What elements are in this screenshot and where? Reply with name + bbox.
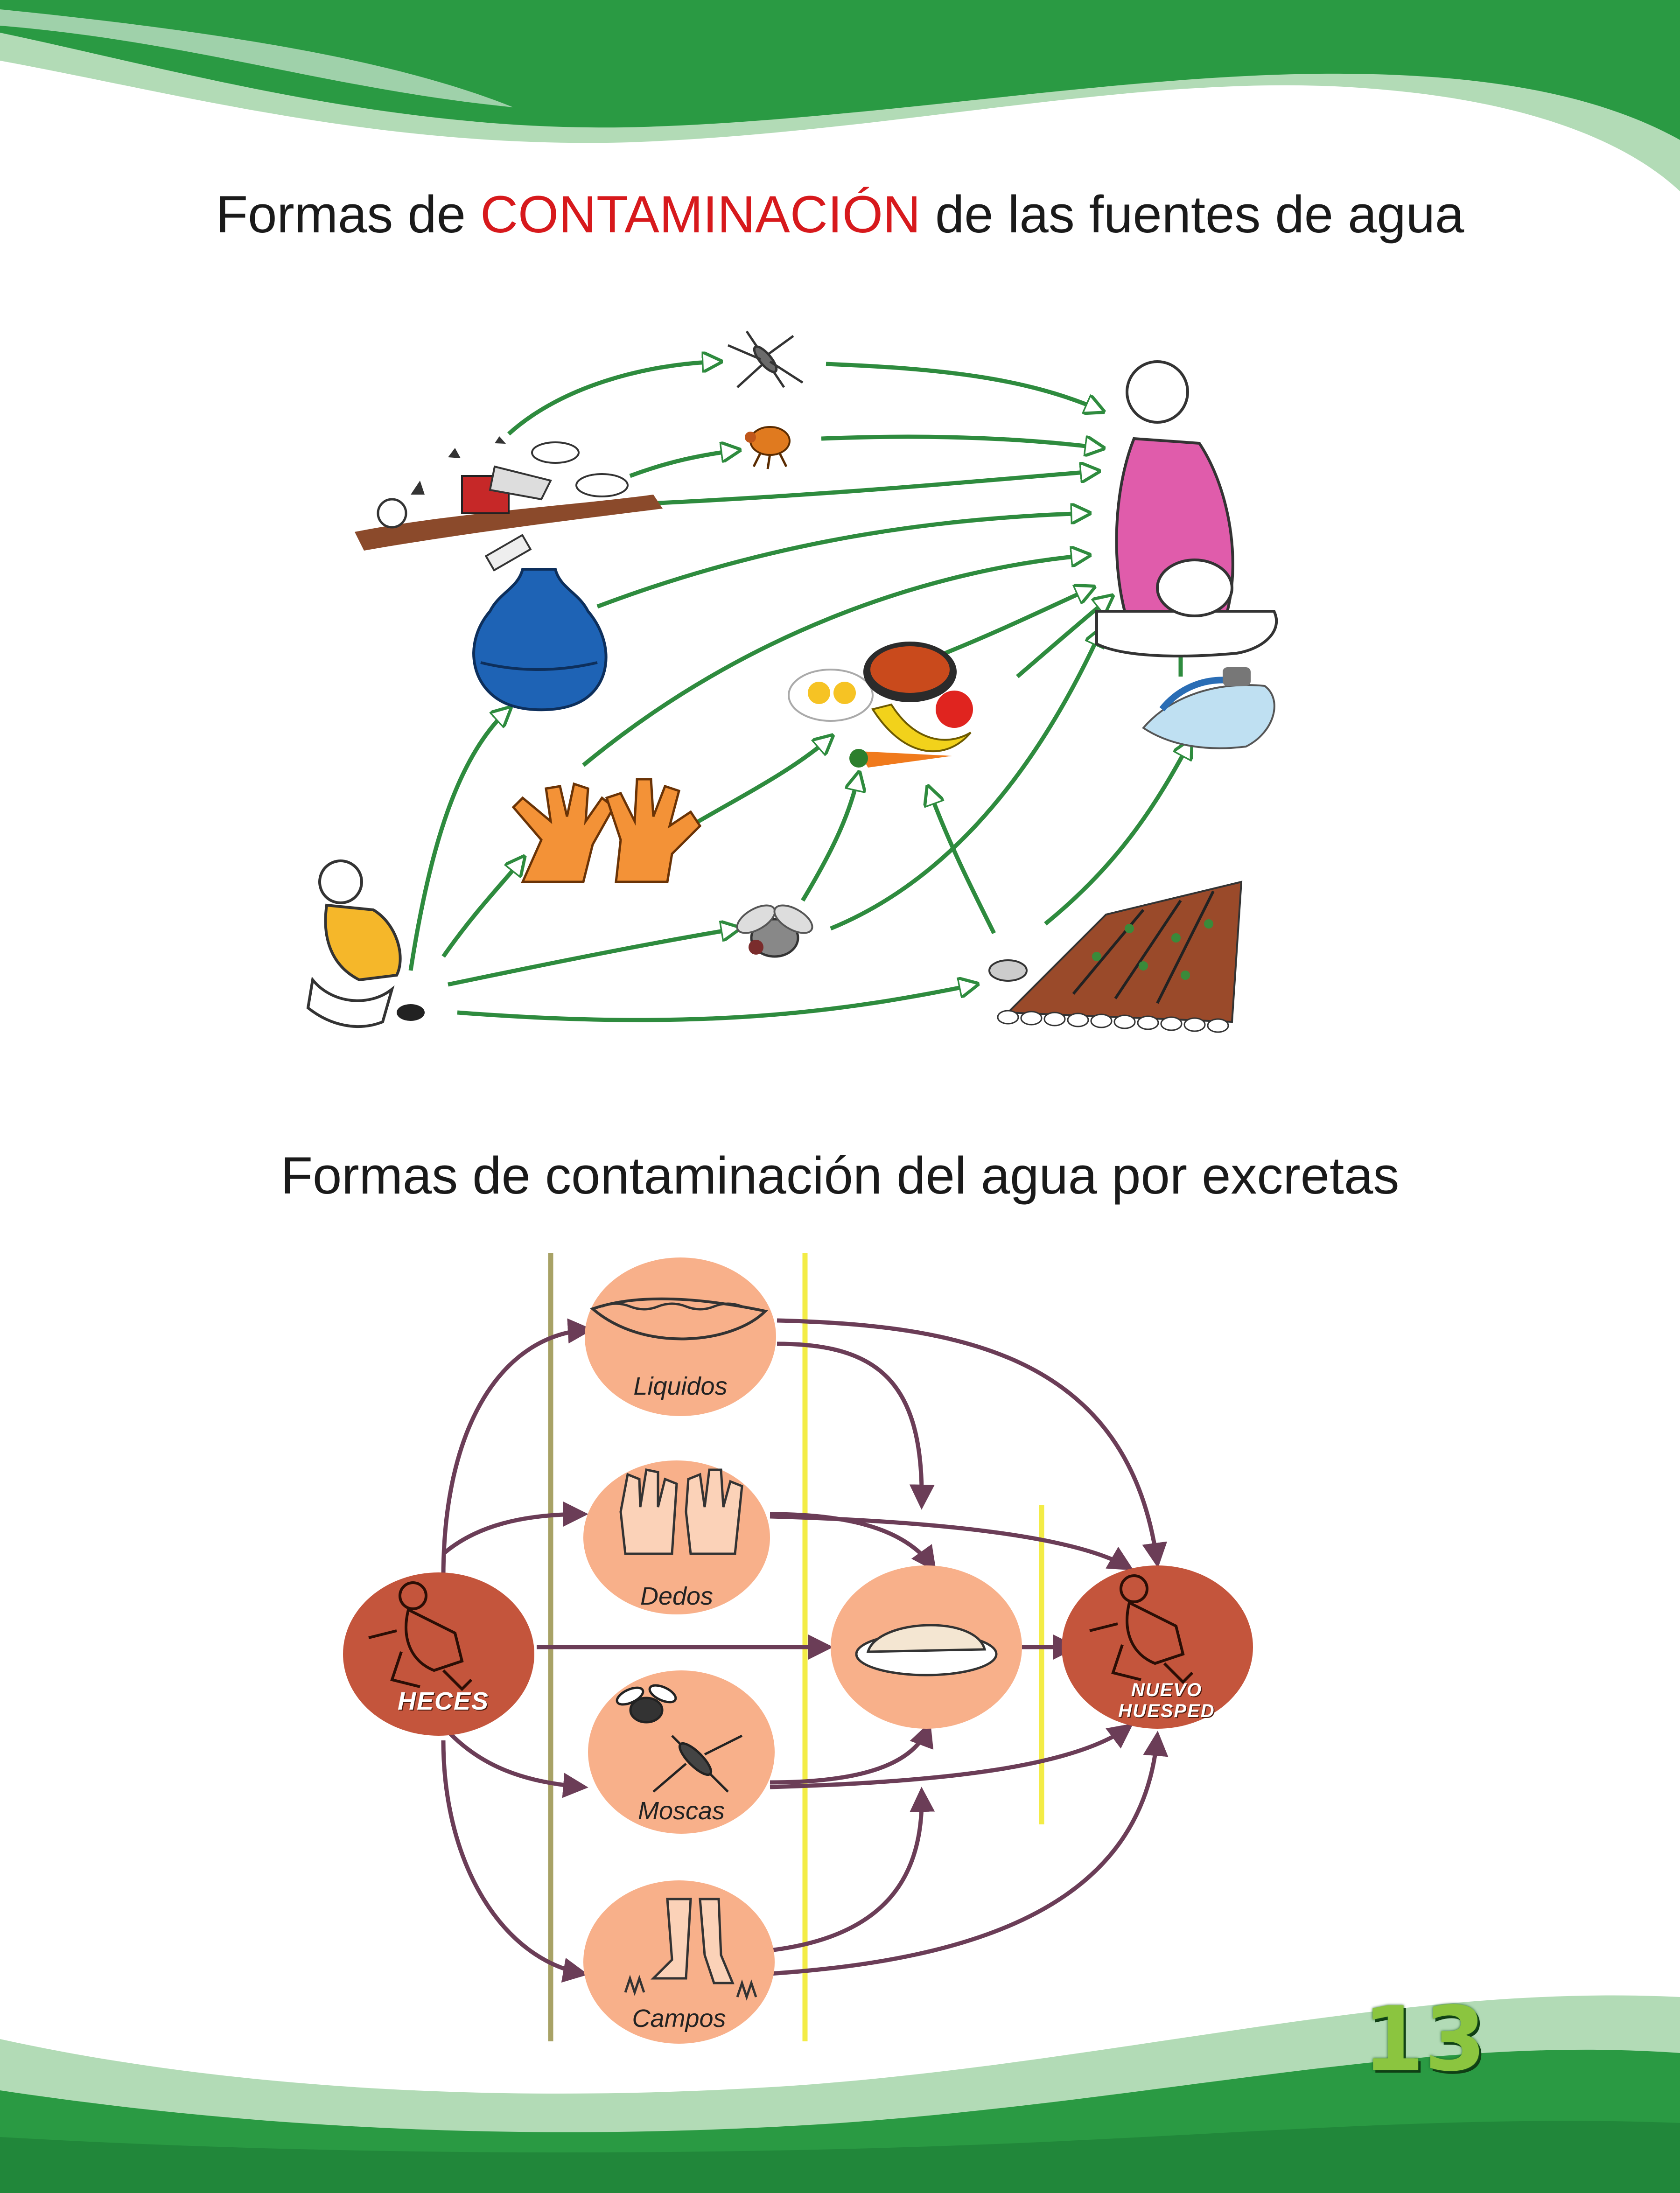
arrow-hands-food — [689, 737, 831, 828]
arrow-heces-liquidos — [441, 1318, 593, 1578]
arrow-liquidos-nuevo — [777, 1318, 1168, 1568]
title1-before: Formas de — [216, 185, 466, 244]
arrow-garbage-woman — [639, 471, 1097, 506]
title1-highlight: CONTAMINACIÓN — [480, 185, 921, 244]
arrow-heces-dedos — [442, 1502, 588, 1556]
flea-icon — [745, 426, 791, 469]
squatting-person-icon-2 — [1089, 1574, 1194, 1684]
arrow-dedos-nuevo — [770, 1514, 1134, 1571]
hands-icon — [511, 778, 702, 883]
label-moscas: Moscas — [637, 1797, 725, 1825]
arrow-liquidos-alimentos — [777, 1341, 935, 1510]
arrow-campos-alimentos — [770, 1787, 935, 1953]
woman-drinking-icon — [1095, 360, 1278, 657]
arrow-fly-woman — [830, 630, 1101, 931]
food-icon — [788, 642, 973, 768]
arrow-campos-nuevo — [770, 1731, 1169, 1976]
arrow-field-food — [929, 789, 996, 935]
bottom-banner — [0, 1995, 1680, 2193]
label-huesped: HUESPED — [1118, 1701, 1215, 1721]
arrow-dedos-alimentos — [770, 1512, 937, 1572]
node-dedos — [583, 1460, 770, 1614]
label-campos: Campos — [632, 2004, 726, 2032]
arrow-moscas-nuevo — [770, 1723, 1134, 1789]
arrow-flea-woman — [821, 434, 1101, 448]
arrow-garbage-flea — [629, 450, 737, 478]
node-liquidos — [585, 1257, 776, 1416]
arrow-heces-campos — [441, 1740, 588, 1983]
arrow-person-fly — [448, 929, 737, 987]
arrow-moscas-alimentos — [770, 1721, 934, 1785]
food-plate-icon — [855, 1624, 998, 1676]
arrow-person-field — [457, 985, 975, 1022]
top-banner — [0, 0, 1680, 191]
squatting-person-icon — [368, 1581, 473, 1691]
label-heces: HECES — [397, 1687, 490, 1715]
title1-after: de las fuentes de agua — [935, 185, 1464, 244]
arrow-field-faucet — [1044, 742, 1190, 926]
squatting-person-icon — [306, 859, 425, 1028]
mosquito-icon — [728, 330, 804, 388]
label-nuevo: NUEVO — [1131, 1680, 1203, 1700]
arrow-heces-moscas — [441, 1725, 588, 1798]
node-nuevo-huesped — [1062, 1565, 1253, 1729]
diagram1-arrows — [408, 362, 1190, 1022]
node-campos — [583, 1880, 775, 2044]
node-moscas — [588, 1670, 775, 1834]
diagram2-arrows — [441, 1318, 1169, 1983]
diagram1 — [306, 330, 1278, 1033]
fly-icon — [736, 904, 813, 958]
arrow-food-woman — [932, 588, 1092, 660]
diagram2 — [343, 1253, 1253, 2044]
water-jar-icon — [472, 534, 608, 712]
arrow-person-hands — [441, 859, 523, 958]
arrow-fly-food — [801, 775, 859, 902]
label-liquidos: Liquidos — [633, 1372, 728, 1400]
page-number: 13 — [1363, 1988, 1486, 2091]
arrow-mosquito-woman — [826, 362, 1101, 411]
diagram1-title: Formas de CONTAMINACIÓN de las fuentes d… — [0, 184, 1680, 244]
node-heces — [343, 1572, 534, 1736]
fingers-icon — [619, 1468, 743, 1555]
legs-field-icon — [624, 1898, 757, 2001]
flies-mosquito-icon — [616, 1684, 743, 1793]
arrow-person-jar — [408, 709, 509, 971]
faucet-icon — [1142, 667, 1275, 749]
garbage-rats-icon — [355, 436, 663, 551]
liquid-basin-icon — [590, 1297, 769, 1341]
crop-field-icon — [988, 880, 1243, 1033]
arrow-garbage-mosquito — [507, 362, 719, 436]
arrow-food-woman-2 — [1016, 597, 1111, 678]
label-dedos: Dedos — [640, 1582, 714, 1610]
node-alimentos — [831, 1565, 1022, 1729]
arrow-jar-woman — [596, 513, 1087, 609]
diagram2-title: Formas de contaminación del agua por exc… — [280, 1146, 1400, 1205]
arrow-hands-woman — [582, 555, 1087, 767]
